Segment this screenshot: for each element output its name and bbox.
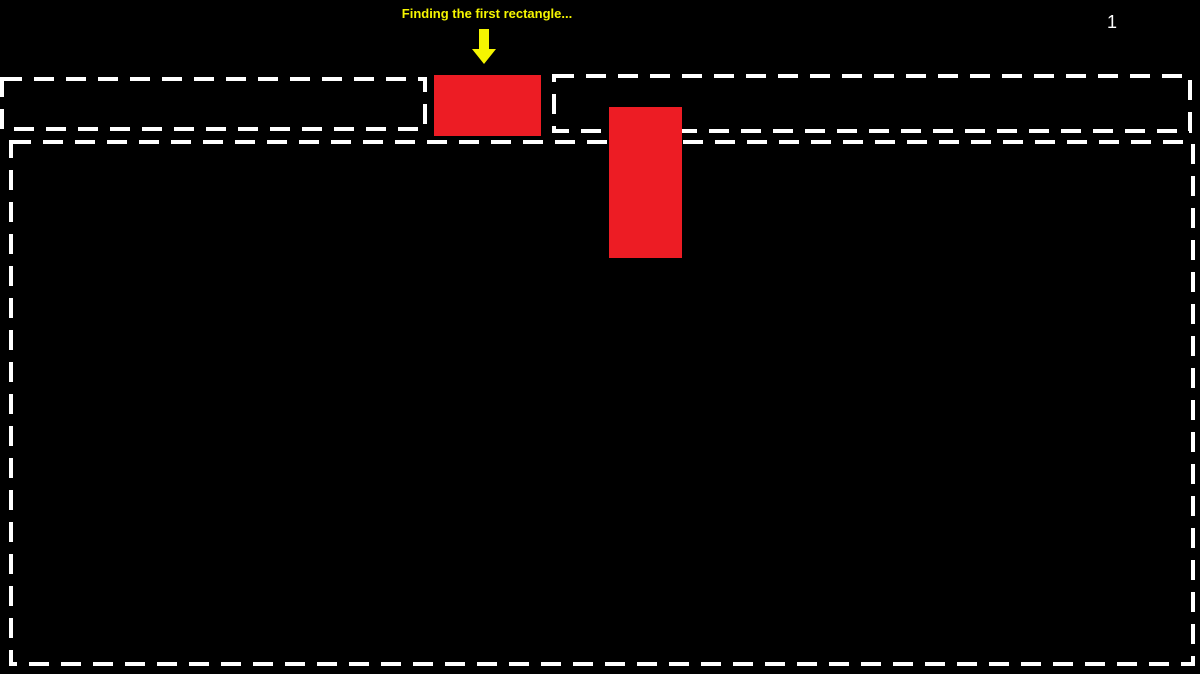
caption: Finding the first rectangle... bbox=[401, 6, 573, 21]
dashed-region-main bbox=[9, 140, 1195, 666]
red-rectangle-first bbox=[434, 75, 541, 136]
arrow-down-icon bbox=[472, 29, 496, 64]
dashed-region-top-left bbox=[0, 77, 427, 131]
red-rectangle-second bbox=[609, 107, 682, 258]
dashed-region-top-right bbox=[552, 74, 1192, 133]
corner-mark: 1 bbox=[1107, 12, 1118, 32]
